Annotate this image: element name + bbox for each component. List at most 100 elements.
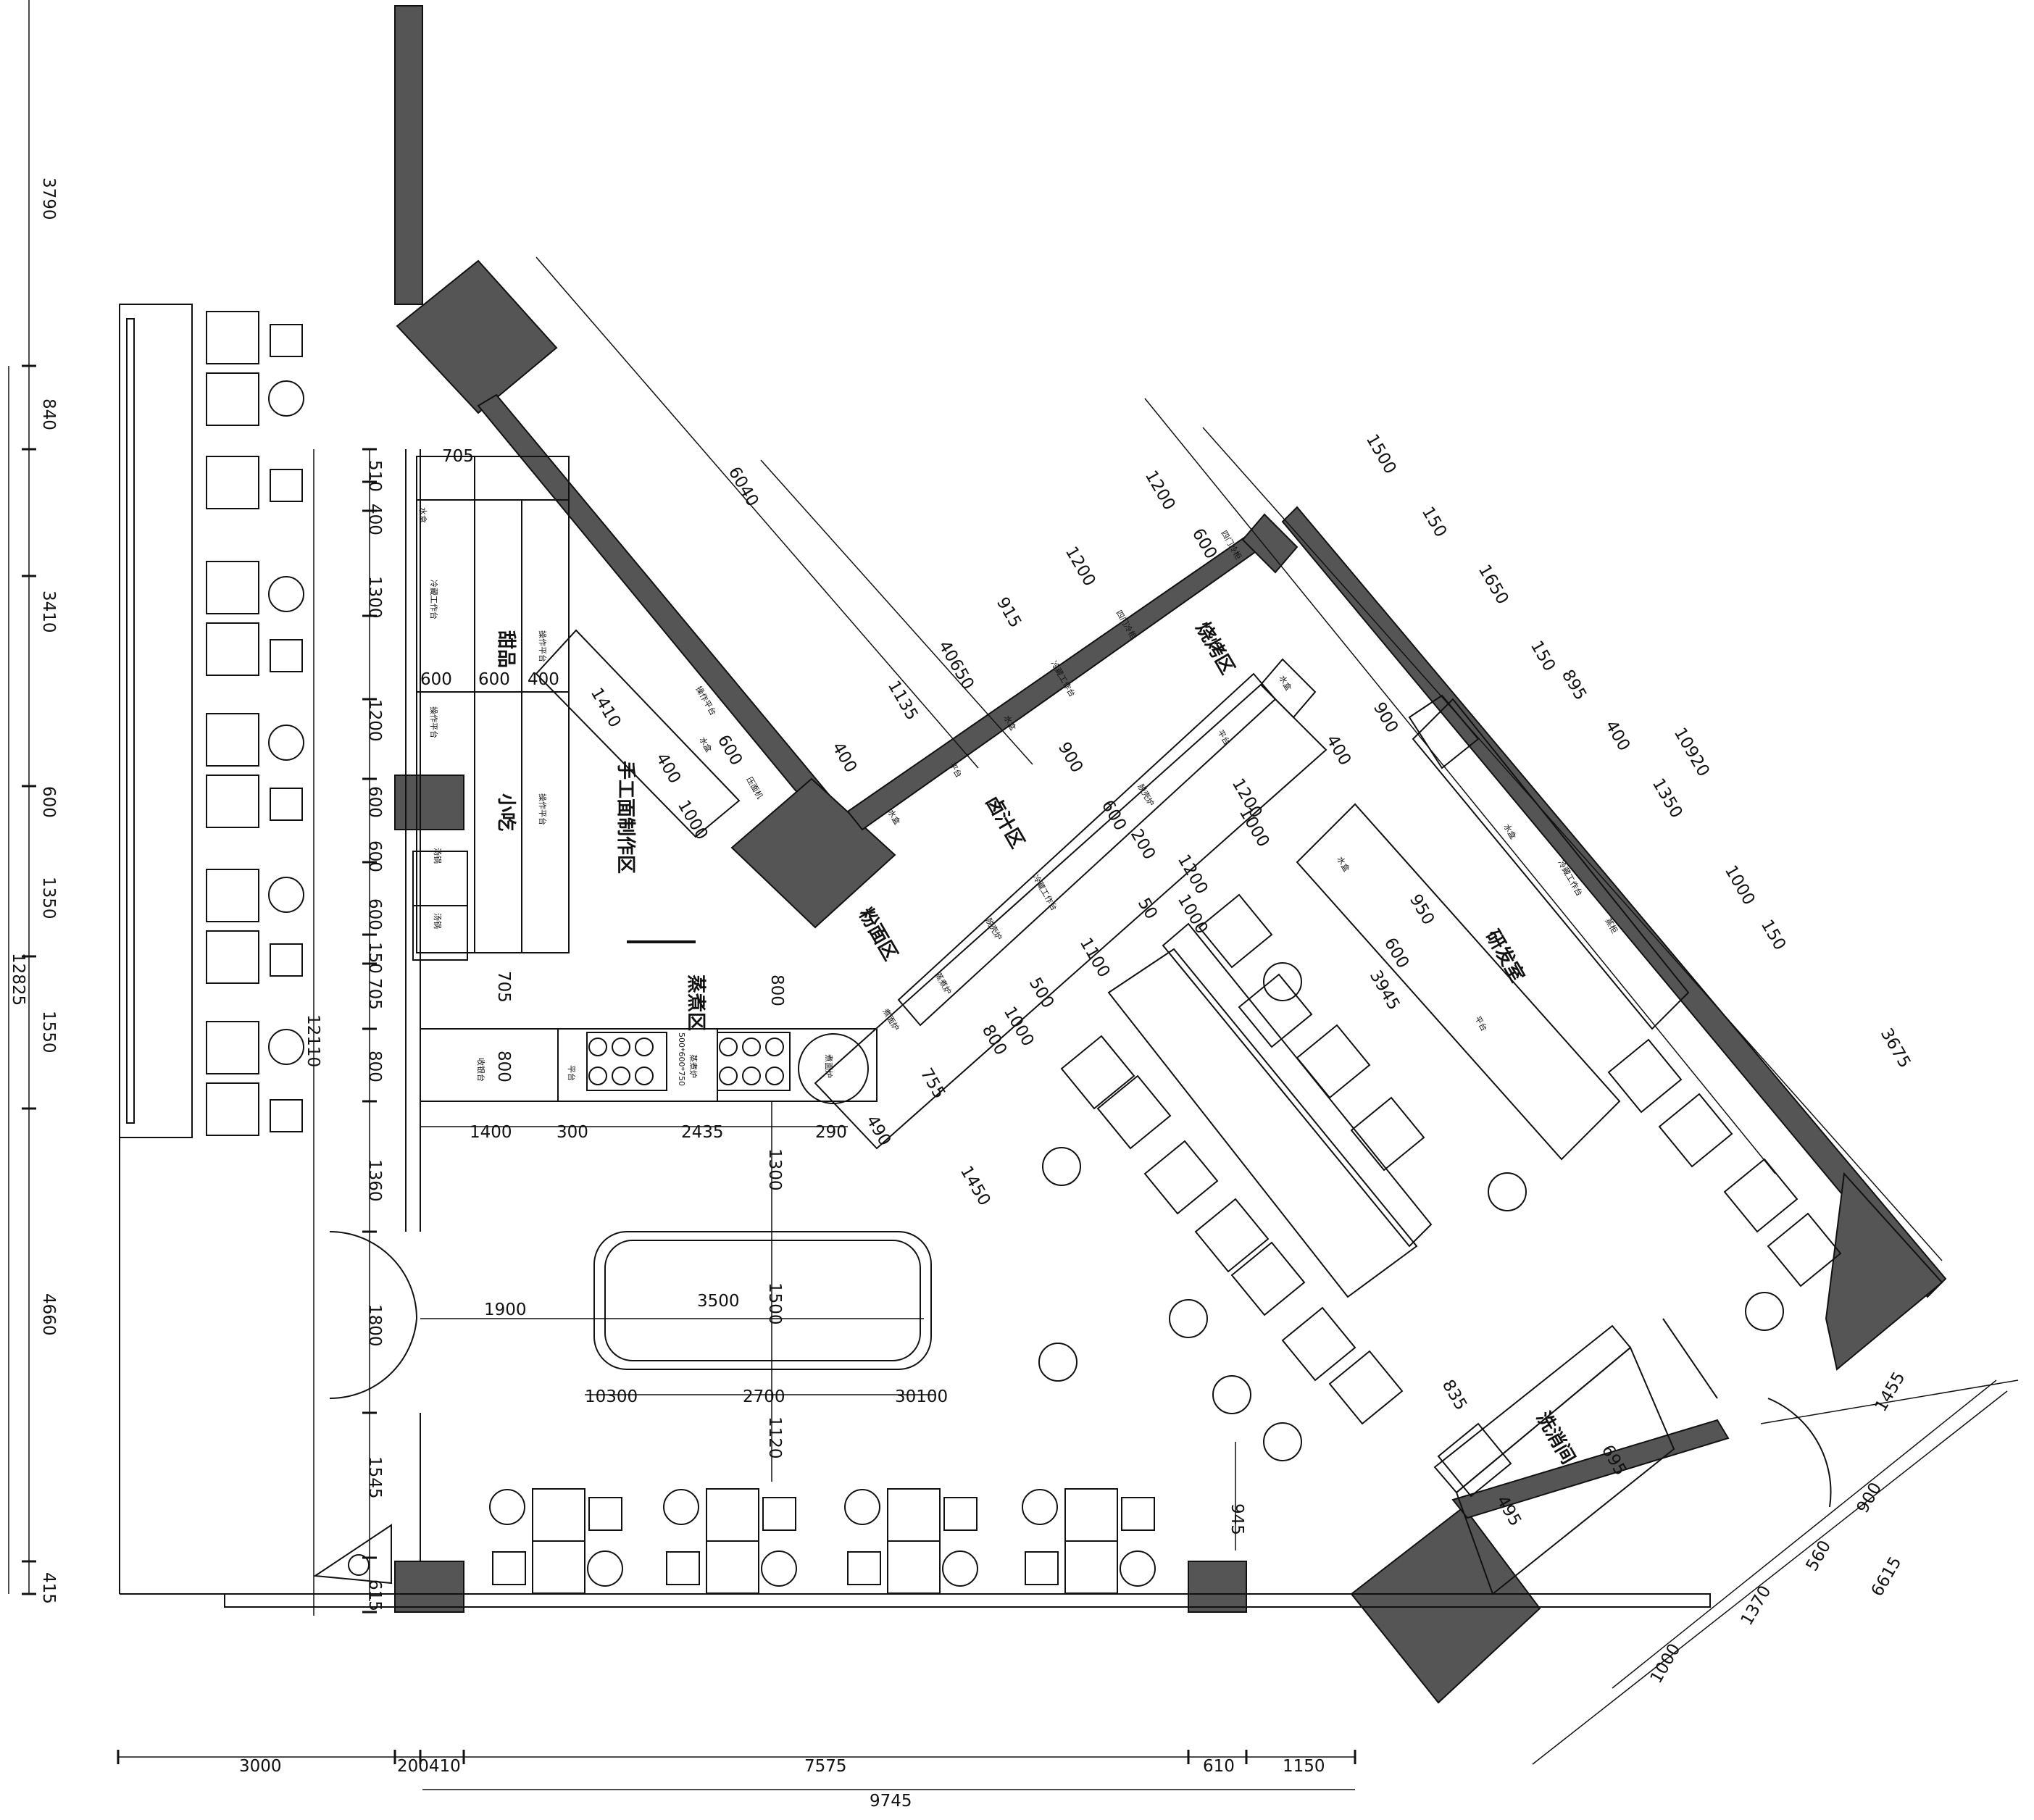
equip-ripple-stove: 脱壳炉 <box>1135 782 1156 809</box>
dim-l-12825: 12825 <box>9 953 28 1006</box>
bottom-table <box>706 1488 759 1542</box>
dim-705-top: 705 <box>442 447 474 466</box>
dining-table <box>1607 1038 1683 1114</box>
dining-table <box>1096 1074 1172 1150</box>
equip-work-bench-2: 操作平台 <box>538 630 548 662</box>
dining-stool <box>1263 1422 1302 1461</box>
stool-round <box>268 1029 304 1065</box>
dim-400f: 400 <box>652 750 684 787</box>
dining-table <box>1296 1024 1371 1099</box>
equip-noodle-stove: 煮面炉 <box>824 1054 833 1078</box>
stool <box>270 943 303 977</box>
dim-r-1370: 1370 <box>1738 1582 1775 1629</box>
handmade-counter <box>535 629 741 838</box>
bottom-table <box>532 1488 585 1542</box>
dim-600g: 600 <box>420 670 452 689</box>
dim-m-3500: 3500 <box>697 1292 740 1311</box>
dim-m-2435: 2435 <box>681 1123 724 1142</box>
dim-r-900: 900 <box>1854 1479 1885 1516</box>
dim-r-1350: 1350 <box>1649 775 1686 822</box>
bottom-stool-round <box>844 1489 880 1525</box>
bottom-table <box>706 1540 759 1594</box>
dim-1000c: 1000 <box>1235 804 1273 851</box>
dim-i-600c: 600 <box>365 898 384 930</box>
dim-i-510: 510 <box>365 460 384 492</box>
stool-round <box>268 380 304 417</box>
zone-snack: 小吃 <box>495 793 517 831</box>
stool <box>270 788 303 821</box>
dim-500: 500 <box>1025 974 1057 1011</box>
dim-400-top: 400 <box>828 739 860 776</box>
bottom-stool <box>1121 1497 1155 1531</box>
dining-table <box>1328 1350 1404 1425</box>
bottom-table <box>532 1540 585 1594</box>
dim-i-1360: 1360 <box>365 1159 384 1202</box>
zone-handmade-noodle: 手工面制作区 <box>614 761 636 874</box>
dim-1450: 1450 <box>956 1163 994 1209</box>
dim-b-1150: 1150 <box>1283 1757 1325 1776</box>
stool-round <box>268 576 304 612</box>
dim-l-600: 600 <box>39 786 58 818</box>
facade-strip <box>224 1593 1711 1608</box>
dim-r-400: 400 <box>1601 717 1633 754</box>
seat-box <box>206 456 259 509</box>
zone-bbq: 烧烤区 <box>1191 619 1238 679</box>
seat-box <box>206 930 259 984</box>
equip-sink-5: 水盒 <box>1277 674 1293 693</box>
bottom-stool-round <box>1022 1489 1058 1525</box>
equip-table-4: 平台 <box>1472 1014 1489 1033</box>
zone-rd: 研发室 <box>1481 926 1529 986</box>
door-arc <box>1767 1398 1832 1508</box>
bottom-stool-round <box>761 1550 797 1587</box>
dim-490: 490 <box>862 1112 894 1149</box>
dim-1410: 1410 <box>587 685 625 731</box>
dining-stool <box>1038 1343 1078 1382</box>
dim-m-30100: 30100 <box>895 1387 948 1406</box>
equip-steam-stove-2: 蒸煮炉 <box>933 971 953 996</box>
dim-b-3000: 3000 <box>239 1757 282 1776</box>
dining-table <box>1281 1306 1356 1382</box>
equip-steam-stove-1: 蒸煮炉 <box>688 1054 698 1078</box>
wall-column <box>394 1561 464 1613</box>
dim-m-10300: 10300 <box>585 1387 638 1406</box>
dining-table <box>1060 1035 1135 1110</box>
burner <box>719 1066 738 1085</box>
dims-mid: 1400 300 2435 290 1300 1900 3500 1500 10… <box>470 1123 948 1459</box>
burner <box>742 1066 761 1085</box>
equip-sink-1: 水盒 <box>418 507 428 523</box>
dining-stool <box>1212 1375 1251 1414</box>
zone-steam: 蒸煮区 <box>685 974 707 1031</box>
dim-l-3410: 3410 <box>39 590 58 633</box>
dim-1200d: 1200 <box>1174 851 1212 898</box>
seat-box <box>206 622 259 676</box>
dim-r-1650: 1650 <box>1475 562 1512 608</box>
dim-r-3675: 3675 <box>1877 1025 1914 1072</box>
bottom-stool <box>666 1551 700 1585</box>
dim-i-150: 150 <box>365 942 384 974</box>
water-tray <box>412 905 468 961</box>
dim-b-610: 610 <box>1203 1757 1235 1776</box>
dim-r-1500: 1500 <box>1362 431 1400 477</box>
steam-counter <box>420 1028 878 1102</box>
dim-i-600b: 600 <box>365 840 384 872</box>
dining-table <box>1198 893 1273 969</box>
equip-work-bench-3: 操作平台 <box>538 793 548 825</box>
bottom-stool <box>847 1551 881 1585</box>
dining-table <box>1230 1241 1306 1316</box>
door-arc <box>329 1318 417 1400</box>
dim-900c: 900 <box>1370 699 1401 736</box>
dining-table <box>1437 1422 1512 1498</box>
dim-600b: 600 <box>1098 797 1130 834</box>
dim-40650: 40650 <box>935 638 978 693</box>
window-sill <box>126 318 135 1124</box>
wall-column <box>730 777 896 929</box>
dim-r-1000b: 1000 <box>1647 1640 1685 1687</box>
equip-sink-2: 水盒 <box>697 735 714 754</box>
dim-l-3790: 3790 <box>39 178 58 220</box>
noodle-counter-back <box>897 672 1277 1027</box>
seat-box <box>206 1021 259 1074</box>
bottom-stool-round <box>489 1489 525 1525</box>
equip-water-tray-2: 汤锅 <box>433 913 443 929</box>
dining-divider <box>1107 948 1418 1298</box>
stool <box>270 639 303 672</box>
